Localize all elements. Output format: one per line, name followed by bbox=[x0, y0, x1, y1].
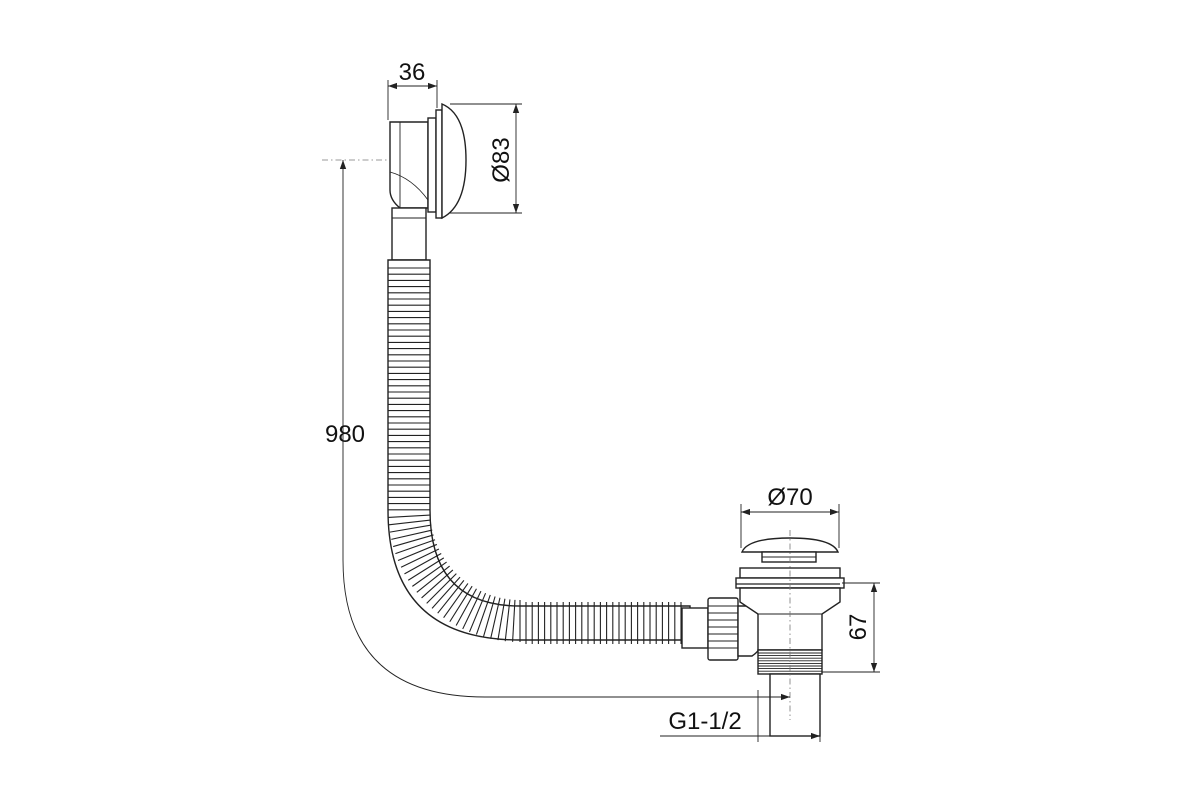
drain-outlet-tube bbox=[769, 673, 821, 737]
dim-label-67: 67 bbox=[845, 614, 872, 641]
dimension-g1-1-2: G1-1/2 bbox=[660, 676, 821, 742]
dim-label-36: 36 bbox=[399, 59, 426, 86]
dim-line-980 bbox=[339, 160, 790, 701]
hose-outline bbox=[387, 259, 691, 641]
overflow-flange-ring bbox=[435, 109, 443, 219]
hose-end-sleeve bbox=[681, 607, 709, 649]
dimension-67: 67 bbox=[822, 582, 880, 673]
coupling-nut bbox=[707, 597, 739, 661]
dim-label-d70: Ø70 bbox=[767, 484, 812, 511]
overflow-cover-cap bbox=[441, 102, 467, 220]
overflow-flange bbox=[427, 117, 437, 213]
overflow-assembly bbox=[322, 102, 467, 261]
dimension-980: 980 bbox=[325, 160, 790, 701]
dim-label-g1-1-2: G1-1/2 bbox=[668, 708, 741, 735]
overflow-body bbox=[389, 121, 429, 209]
dim-label-d83: Ø83 bbox=[488, 137, 515, 182]
dimension-d70: Ø70 bbox=[740, 484, 840, 548]
dimension-36: 36 bbox=[387, 59, 438, 120]
corrugated-hose bbox=[387, 259, 691, 644]
overflow-neck bbox=[391, 207, 427, 261]
dim-label-980: 980 bbox=[325, 421, 365, 448]
